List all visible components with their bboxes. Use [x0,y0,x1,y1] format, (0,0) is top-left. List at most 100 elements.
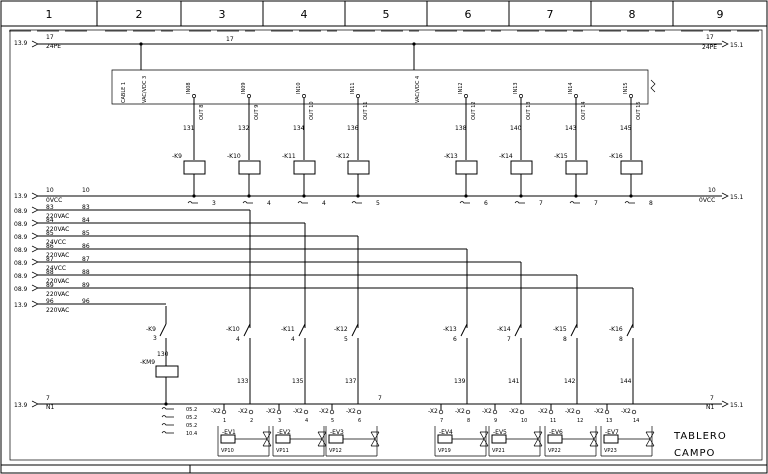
bus-num-mid: 17 [226,36,234,43]
output-num: 6 [453,336,457,343]
relay-coil-icon [510,160,533,175]
rail-wire: 89 [82,282,90,289]
valve-label: -EV7 [605,429,619,436]
rail-name: 220VAC [46,278,69,285]
relay-coil-icon [238,160,261,175]
output-num: 8 [619,336,623,343]
nc-contact-icon [159,323,167,337]
terminal-icon [329,409,335,415]
rail-wire: 87 [82,256,90,263]
arrow-in-icon [31,300,39,308]
rail-ref: 08.9 [14,247,28,254]
contact-ref-num: 3 [212,200,216,207]
rail-wire: 86 [82,243,90,250]
relay-label: -K15 [554,153,568,160]
solenoid-coil-icon [437,434,453,444]
km-ref: 05.2 [186,415,197,421]
km-label: -KM9 [140,359,155,366]
terminal-b: -X2 [509,408,519,415]
solenoid-coil-icon [603,434,619,444]
output-wire: 144 [620,378,632,385]
relay-coil-icon [620,160,643,175]
supply-rails: 08.983220VAC8308.984220VAC8408.98524VCC8… [14,204,634,328]
valve-icon [645,431,655,447]
input-out: OUT 11 [363,101,369,120]
dc-ref-left: 13.9 [14,193,28,200]
n-num-right: 7 [710,395,714,402]
terminal-num-a: 5 [331,418,334,424]
input-wire: 143 [565,125,577,132]
terminal-icon [302,94,306,98]
km-ref: 05.2 [186,423,197,429]
output-num: 4 [291,336,295,343]
output-wire: 139 [454,378,466,385]
solenoid-coil-icon [547,434,563,444]
no-contact-icon [460,323,468,337]
output-relay: -K16 [609,326,623,333]
terminal-icon [356,94,360,98]
column-dividers [96,1,674,26]
terminal-icon [356,409,362,415]
terminal-a: -X2 [482,408,492,415]
input-wire: 131 [183,125,195,132]
bus-ref-left: 13.9 [14,40,28,47]
dc-num2: 10 [82,187,90,194]
contact-ref-num: 7 [539,200,543,207]
no-contact-icon [570,323,578,337]
relay-coil-icon [455,160,478,175]
input-out: OUT 15 [636,101,642,120]
input-pin: IN12 [458,82,464,94]
terminal-b: -X2 [455,408,465,415]
dc-name-right: 0VCC [699,197,715,204]
rail-ref: 08.9 [14,273,28,280]
rail-name: 24VCC [46,265,66,272]
dc-num: 10 [46,187,54,194]
valve-label: -EV2 [277,429,291,436]
contact-ref-icon [624,201,635,204]
bus-name-right: 24PE [702,44,717,51]
arrow-out-icon [721,40,729,48]
input-out: OUT 12 [471,101,477,120]
bus-num: 17 [46,34,54,41]
terminal-b: -X2 [621,408,631,415]
supply-right-label: VAC/VDC 4 [415,76,421,103]
dc-name: 0VCC [46,197,62,204]
contact-ref-icon [161,423,174,426]
terminal-b: -X2 [293,408,303,415]
km-wire: 130 [157,351,169,358]
k9-contact-label: -K9 [146,326,156,333]
contact-ref-icon [459,201,470,204]
input-wire: 145 [620,125,632,132]
arrow-in-icon [31,40,39,48]
arrow-in-icon [31,206,39,214]
output-relay: -K10 [226,326,240,333]
n-name: N1 [46,404,54,411]
valve-vp: VP11 [276,448,289,454]
rail-wire: 88 [82,269,90,276]
relay-label: -K16 [609,153,623,160]
rail-wire: 85 [82,230,90,237]
rail-ref: 08.9 [14,208,28,215]
relay-label: -K12 [336,153,350,160]
arrow-in-icon [31,219,39,227]
terminal-icon [492,409,498,415]
coil-icon [155,365,179,378]
rail-wire: 83 [82,204,90,211]
relay-coil-icon [183,160,206,175]
contact-ref-icon [569,201,580,204]
terminal-a: -X2 [428,408,438,415]
terminal-icon [247,94,251,98]
contact-ref-num: 4 [267,200,271,207]
arrow-in-icon [31,258,39,266]
